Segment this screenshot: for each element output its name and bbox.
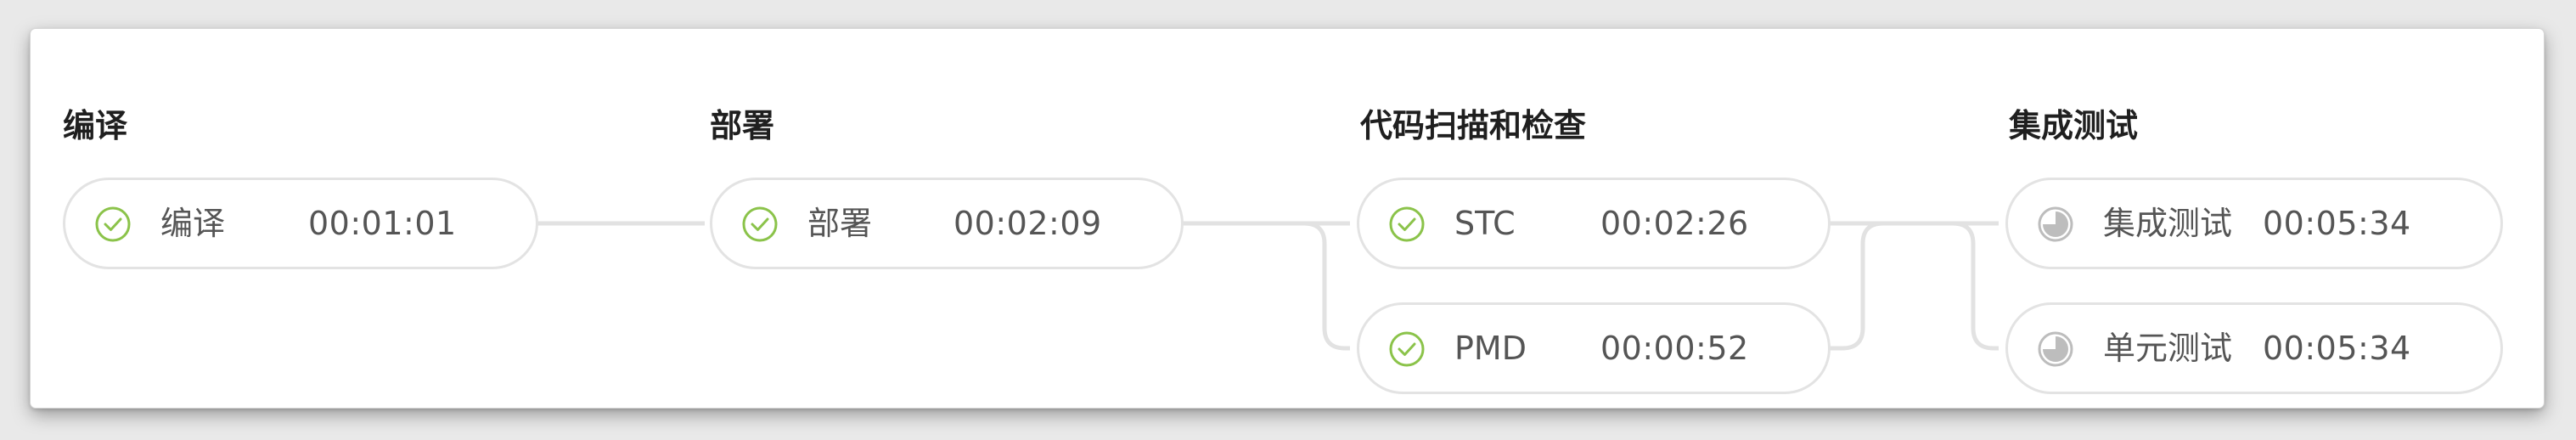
job-deploy[interactable]: 部署 00:02:09: [710, 178, 1184, 269]
job-name: 单元测试: [2103, 330, 2233, 367]
connector-deploy-pmd: [1180, 221, 1350, 351]
check-circle-icon: [95, 206, 131, 242]
job-name: STC: [1454, 205, 1516, 242]
stage-title-deploy: 部署: [710, 107, 775, 144]
job-name: 编译: [160, 205, 226, 242]
stage-title-compile: 编译: [63, 107, 128, 144]
job-name: 集成测试: [2103, 205, 2233, 242]
job-duration: 00:01:01: [308, 205, 457, 242]
connector-unit-test: [1952, 221, 1999, 351]
check-circle-icon: [1389, 206, 1425, 242]
clock-pending-icon: [2038, 206, 2073, 242]
job-name: 部署: [807, 205, 873, 242]
check-circle-icon: [1389, 331, 1425, 367]
job-duration: 00:05:34: [2263, 205, 2411, 242]
job-stc[interactable]: STC 00:02:26: [1357, 178, 1831, 269]
job-duration: 00:00:52: [1600, 330, 1749, 367]
stage-title-code-scan: 代码扫描和检查: [1360, 107, 1587, 144]
clock-pending-icon: [2038, 331, 2073, 367]
job-pmd[interactable]: PMD 00:00:52: [1357, 302, 1831, 394]
job-compile[interactable]: 编译 00:01:01: [63, 178, 538, 269]
pipeline-panel: 编译 部署 代码扫描和检查 集成测试 编译 00:01:01 部署 00:02:…: [31, 29, 2544, 408]
job-name: PMD: [1454, 330, 1527, 367]
check-circle-icon: [742, 206, 778, 242]
job-integration-test[interactable]: 集成测试 00:05:34: [2005, 178, 2503, 269]
pipeline-connectors: [537, 221, 1999, 351]
job-duration: 00:02:09: [953, 205, 1102, 242]
connector-pmd-merge: [1829, 221, 1884, 351]
stage-title-integration-test: 集成测试: [2009, 107, 2139, 144]
job-duration: 00:02:26: [1600, 205, 1749, 242]
job-duration: 00:05:34: [2263, 330, 2411, 367]
job-unit-test[interactable]: 单元测试 00:05:34: [2005, 302, 2503, 394]
